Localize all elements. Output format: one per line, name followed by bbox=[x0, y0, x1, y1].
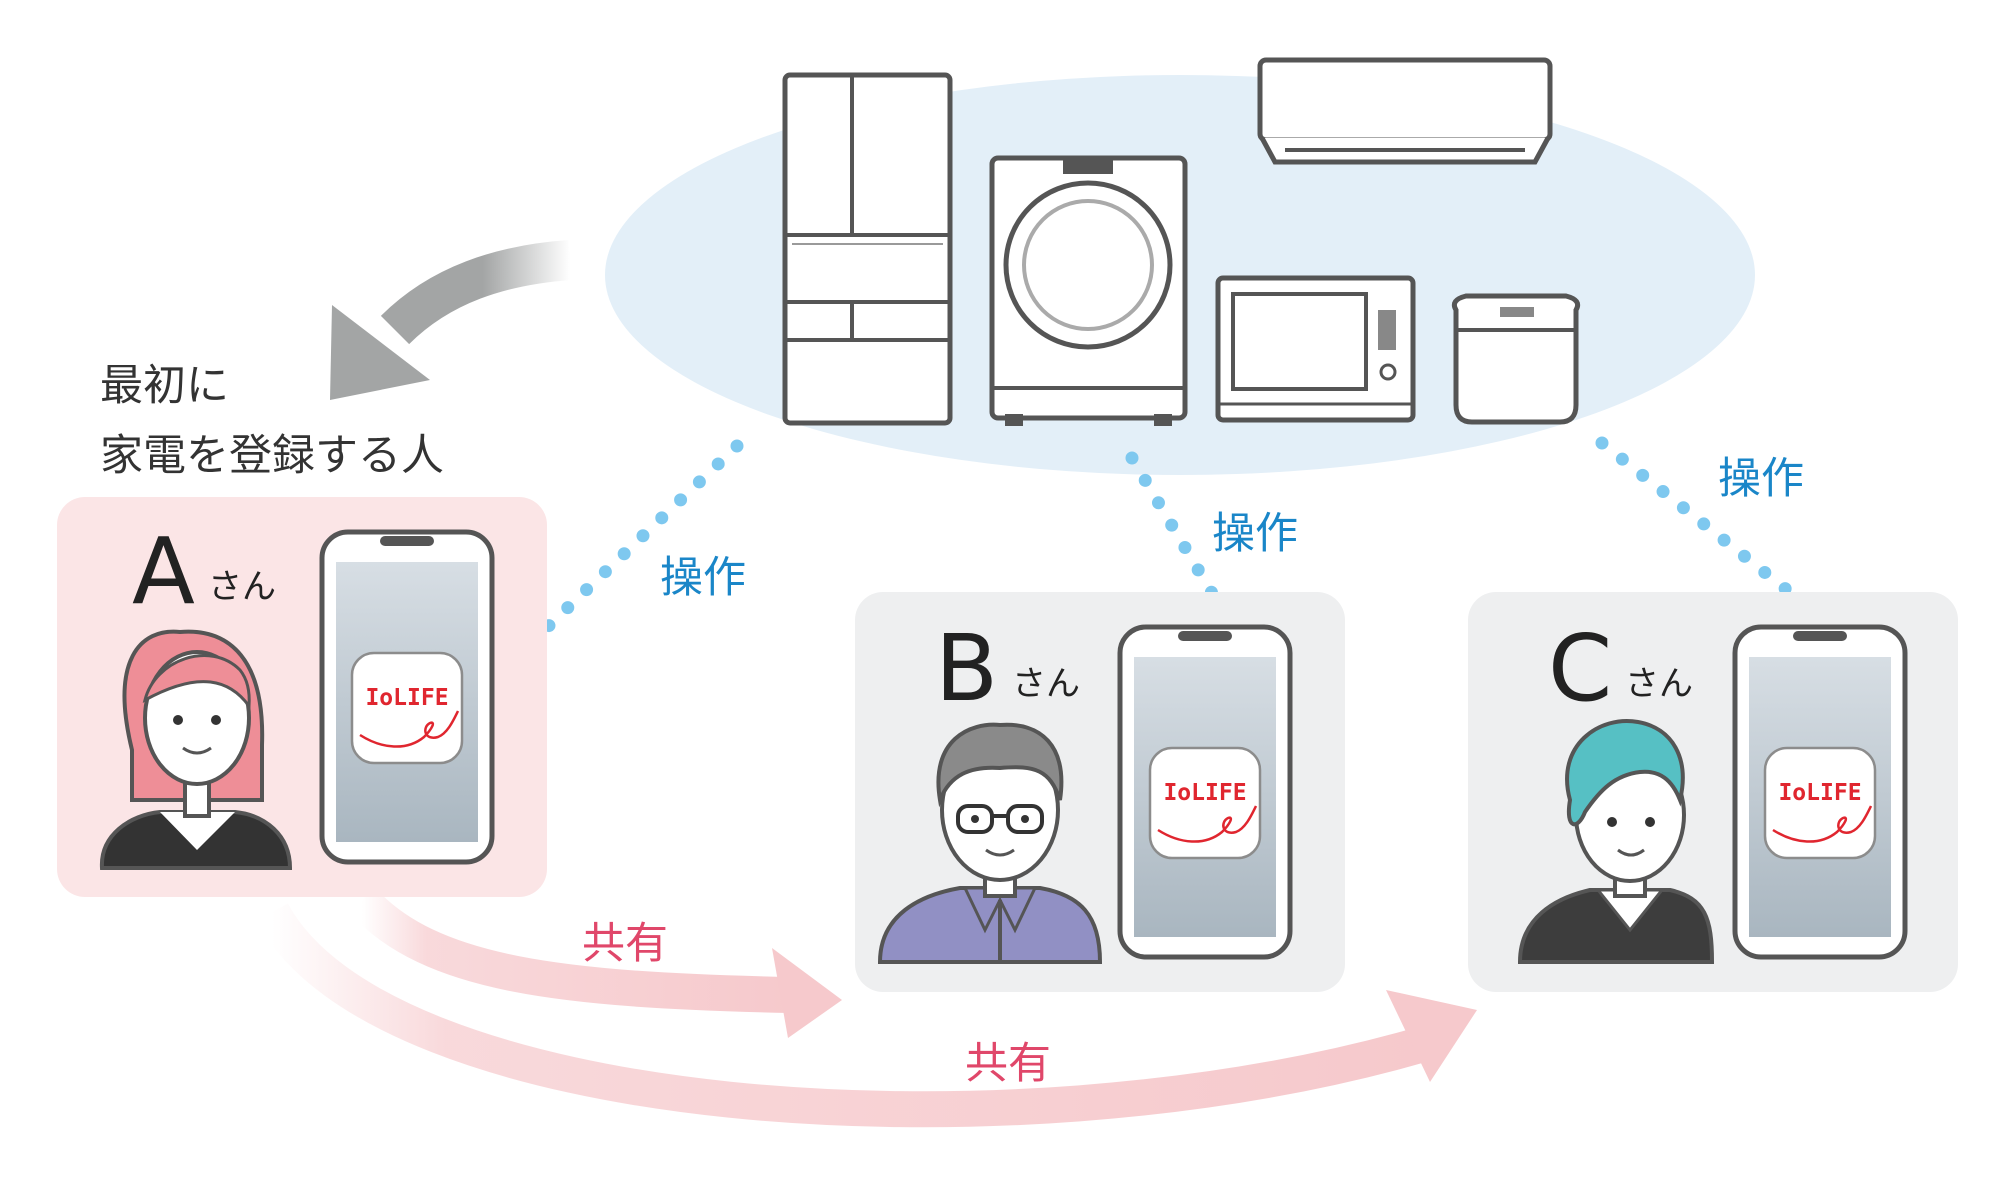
app-name-c: IoLIFE bbox=[1778, 780, 1861, 806]
share-label-c: 共有 bbox=[965, 1039, 1051, 1089]
user-card-c: C さん IoLIFE bbox=[1468, 592, 1958, 992]
person-icon bbox=[877, 722, 1103, 964]
user-letter-a: A bbox=[132, 518, 195, 625]
user-card-b: B さん IoLIFE bbox=[855, 592, 1345, 992]
iolife-app-icon-b[interactable]: IoLIFE bbox=[1148, 746, 1262, 860]
operate-link-c bbox=[1595, 436, 1819, 617]
user-letter-c: C bbox=[1548, 615, 1612, 722]
refrigerator-icon bbox=[782, 72, 953, 426]
iolife-app-icon-c[interactable]: IoLIFE bbox=[1763, 746, 1877, 860]
operate-label-c: 操作 bbox=[1718, 454, 1804, 504]
microwave-icon bbox=[1215, 275, 1416, 423]
user-letter-b: B bbox=[935, 615, 998, 722]
operate-link-a bbox=[508, 439, 744, 665]
registration-arrow bbox=[330, 240, 572, 400]
share-arrow-to-b bbox=[348, 887, 842, 1038]
share-arrow-to-c bbox=[256, 903, 1477, 1128]
user-suffix-a: さん bbox=[208, 567, 276, 607]
share-label-b: 共有 bbox=[582, 919, 668, 969]
registrant-note-line1: 最初に bbox=[100, 361, 229, 411]
rice-cooker-icon bbox=[1451, 293, 1581, 425]
operate-label-a: 操作 bbox=[660, 553, 746, 603]
person-icon bbox=[99, 629, 293, 870]
iolife-app-icon-a[interactable]: IoLIFE bbox=[350, 651, 464, 765]
user-suffix-b: さん bbox=[1012, 664, 1080, 704]
operate-label-b: 操作 bbox=[1212, 509, 1298, 559]
air-conditioner-icon bbox=[1257, 57, 1553, 165]
user-suffix-c: さん bbox=[1625, 664, 1693, 704]
washing-machine-icon bbox=[989, 155, 1188, 426]
operate-link-b bbox=[1125, 451, 1223, 607]
app-name-a: IoLIFE bbox=[365, 685, 448, 711]
person-icon bbox=[1517, 719, 1715, 964]
app-name-b: IoLIFE bbox=[1163, 780, 1246, 806]
registrant-note-line2: 家電を登録する人 bbox=[100, 431, 444, 481]
user-card-a: A さん IoLIFE bbox=[57, 497, 547, 897]
